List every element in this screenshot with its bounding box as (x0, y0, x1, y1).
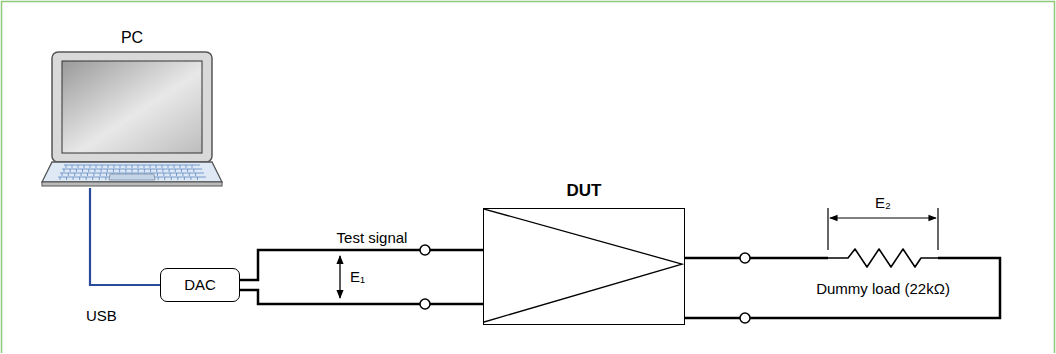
usb-cable (90, 188, 160, 285)
extension-line (937, 208, 938, 250)
output-terminal (740, 313, 750, 323)
voltage-arrow (339, 256, 340, 298)
laptop-outline (40, 50, 224, 188)
node-title: DAC (184, 276, 216, 294)
cable-label: USB (86, 307, 117, 325)
amplifier-symbol (484, 209, 684, 324)
load-label: Dummy load (22kΩ) (816, 280, 950, 298)
extension-line (827, 208, 828, 250)
output-terminal (740, 253, 750, 263)
amplifier-box: DUT (483, 208, 685, 325)
voltage-label: E₁ (350, 268, 365, 286)
voltage-label: E₂ (875, 194, 891, 212)
output-wire (685, 258, 1000, 318)
input-terminal (420, 245, 430, 255)
voltage-arrow (830, 217, 936, 218)
node-title: DUT (484, 181, 684, 201)
converter-box: DAC (160, 268, 240, 302)
input-terminal (420, 299, 430, 309)
signal-wire (240, 290, 483, 304)
computer-icon: PC (40, 28, 224, 188)
signal-label: Test signal (337, 229, 408, 247)
node-title: PC (40, 28, 224, 48)
resistor-symbol (828, 249, 938, 267)
